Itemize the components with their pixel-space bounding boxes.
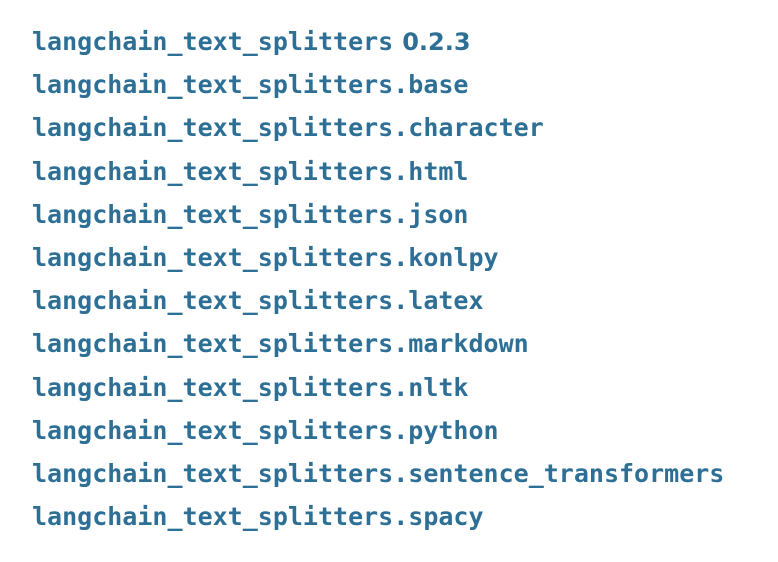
module-link-nltk[interactable]: langchain_text_splitters.nltk xyxy=(32,372,469,402)
module-list-item: langchain_text_splitters.nltk xyxy=(32,366,778,409)
module-link-markdown[interactable]: langchain_text_splitters.markdown xyxy=(32,329,529,359)
package-title-row: langchain_text_splitters 0.2.3 xyxy=(32,20,778,63)
module-list-item: langchain_text_splitters.sentence_transf… xyxy=(32,452,778,495)
module-list-item: langchain_text_splitters.konlpy xyxy=(32,236,778,279)
module-link-json[interactable]: langchain_text_splitters.json xyxy=(32,199,469,229)
module-list-item: langchain_text_splitters.html xyxy=(32,150,778,193)
module-list-item: langchain_text_splitters.character xyxy=(32,106,778,149)
module-link-python[interactable]: langchain_text_splitters.python xyxy=(32,415,499,445)
module-list-item: langchain_text_splitters.json xyxy=(32,193,778,236)
package-version: 0.2.3 xyxy=(402,27,471,56)
module-link-konlpy[interactable]: langchain_text_splitters.konlpy xyxy=(32,243,499,273)
module-link-character[interactable]: langchain_text_splitters.character xyxy=(32,113,544,143)
module-list-item: langchain_text_splitters.latex xyxy=(32,279,778,322)
module-link-latex[interactable]: langchain_text_splitters.latex xyxy=(32,286,484,316)
module-link-spacy[interactable]: langchain_text_splitters.spacy xyxy=(32,502,484,532)
module-link-base[interactable]: langchain_text_splitters.base xyxy=(32,70,469,100)
module-link-sentence-transformers[interactable]: langchain_text_splitters.sentence_transf… xyxy=(32,458,725,488)
module-list-item: langchain_text_splitters.spacy xyxy=(32,495,778,538)
module-list-item: langchain_text_splitters.markdown xyxy=(32,322,778,365)
module-link-html[interactable]: langchain_text_splitters.html xyxy=(32,156,469,186)
module-list-item: langchain_text_splitters.python xyxy=(32,409,778,452)
package-title-link[interactable]: langchain_text_splitters xyxy=(32,27,394,57)
module-list-item: langchain_text_splitters.base xyxy=(32,63,778,106)
module-index-list: langchain_text_splitters 0.2.3 langchain… xyxy=(32,20,778,538)
